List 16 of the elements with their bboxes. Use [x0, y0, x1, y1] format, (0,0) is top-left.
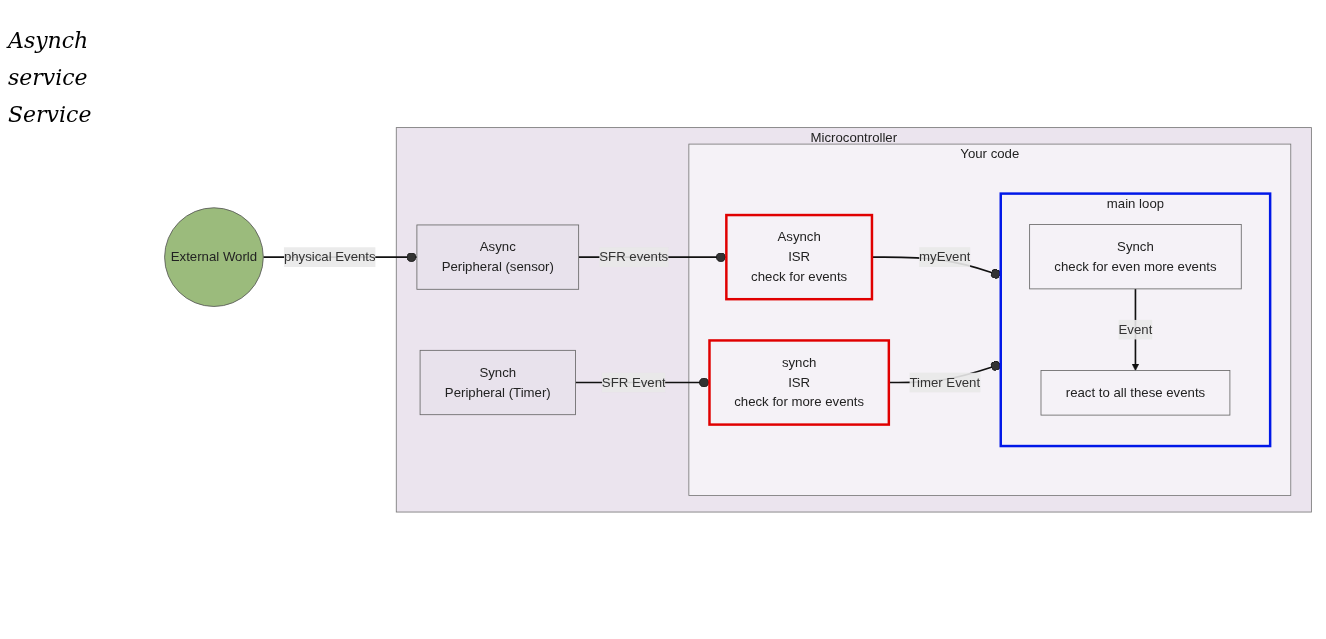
- handwritten-note: Service: [8, 102, 93, 127]
- edge-label: myEvent: [919, 249, 971, 264]
- node-box: synch ISR check for more events: [708, 338, 891, 426]
- edge-label: SFR events: [599, 249, 669, 264]
- edge-label: SFR Event: [601, 374, 666, 389]
- handwritten-note: Asynch: [8, 28, 90, 53]
- node-box: Async Peripheral (sensor): [416, 224, 580, 290]
- edge-label: Event: [1118, 321, 1153, 336]
- node-box: react to all these events: [1040, 369, 1231, 416]
- edge-label: Timer Event: [909, 374, 981, 389]
- node-box: Synch Peripheral (Timer): [419, 349, 576, 415]
- node-box: Asynch ISR check for events: [725, 213, 874, 301]
- handwritten-note: service: [8, 65, 89, 90]
- edge-label: physical Events: [283, 249, 376, 264]
- node-circle: External World: [164, 207, 264, 307]
- node-box: Synch check for even more events: [1029, 223, 1242, 289]
